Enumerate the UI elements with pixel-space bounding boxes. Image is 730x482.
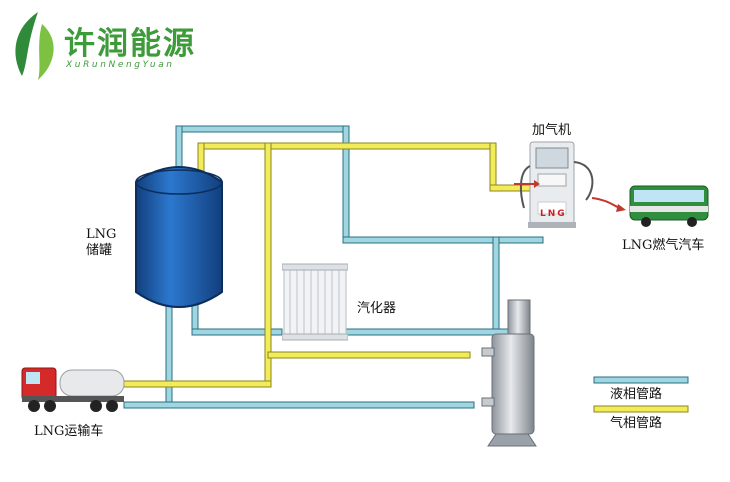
legend-liquid-swatch — [593, 376, 689, 384]
truck-label: LNG运输车 — [34, 424, 104, 439]
legend-liquid-label: 液相管路 — [610, 387, 663, 402]
dispenser-screen-label: LNG — [540, 209, 567, 219]
gas-pipe-segment — [123, 380, 272, 388]
bus-label: LNG燃气汽车 — [622, 238, 705, 253]
arrow-icon — [591, 197, 621, 209]
liquid-pipe-segment — [342, 236, 544, 244]
liquid-pipe-segment — [123, 401, 475, 409]
legend-gas-label: 气相管路 — [610, 416, 663, 431]
gas-pipe-segment — [264, 142, 272, 388]
legend-gas-swatch — [593, 405, 689, 413]
vaporizer — [282, 263, 348, 341]
liquid-pipe-segment — [175, 125, 350, 133]
lng-storage-tank — [135, 166, 223, 308]
brand-name: 许润能源 — [64, 26, 196, 62]
arrow-head-icon — [534, 180, 540, 188]
gas-pipe-segment — [197, 142, 497, 150]
dispenser-label: 加气机 — [532, 123, 572, 138]
liquid-pipe-segment — [165, 299, 173, 407]
lng-pump-tank — [481, 299, 537, 447]
gas-pipe-segment — [267, 351, 471, 359]
tank-label-line2: 储罐 — [86, 243, 113, 258]
arrow-head-icon — [616, 204, 626, 212]
tank-label-line1: LNG — [86, 227, 117, 242]
flow-arrows — [514, 180, 626, 212]
liquid-pipe-segment — [191, 328, 283, 336]
lng-truck — [21, 367, 125, 412]
vaporizer-label: 汽化器 — [357, 301, 397, 316]
leaf-logo-icon — [15, 12, 54, 80]
brand-name-en: XuRunNengYuan — [66, 60, 175, 70]
lng-bus — [629, 185, 709, 227]
gas-pipes — [123, 142, 689, 413]
gas-pipe-segment — [489, 142, 497, 192]
